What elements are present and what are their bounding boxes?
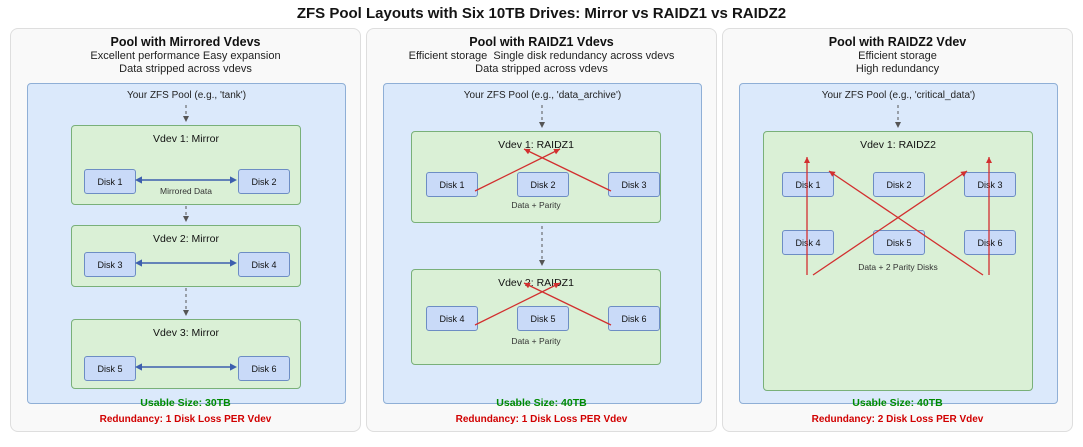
disk-box: Disk 2 [517,172,569,197]
disk-box: Disk 6 [964,230,1016,255]
panel-raidz1-vdevs: Pool with RAIDZ1 Vdevs Efficient storage… [366,28,717,432]
disk-box: Disk 1 [782,172,834,197]
vdev-box: Vdev 2: Mirror Disk 3 Disk 4 [71,225,301,287]
redundancy-label: Redundancy: 2 Disk Loss PER Vdev [811,414,984,425]
vdev-label: Vdev 2: Mirror [153,233,219,245]
vdev-box: Vdev 1: RAIDZ1 Disk 1 Disk 2 Disk 3 Data… [411,131,661,223]
panel-mirrored-vdevs: Pool with Mirrored Vdevs Excellent perfo… [10,28,361,432]
disk-box: Disk 3 [964,172,1016,197]
disk-box: Disk 4 [782,230,834,255]
panel-subtitle: Data stripped across vdevs [119,63,252,75]
vdev-box: Vdev 3: Mirror Disk 5 Disk 6 [71,319,301,389]
vdev-box: Vdev 1: Mirror Disk 1 Disk 2 Mirrored Da… [71,125,301,205]
panel-subtitle: Efficient storage Single disk redundancy… [408,50,675,62]
vdev-label: Vdev 1: Mirror [153,133,219,145]
vdev-box: Vdev 2: RAIDZ1 Disk 4 Disk 5 Disk 6 Data… [411,269,661,365]
disk-box: Disk 3 [608,172,660,197]
disk-box: Disk 3 [84,252,136,277]
page-title: ZFS Pool Layouts with Six 10TB Drives: M… [296,5,787,22]
zfs-pool-label: Your ZFS Pool (e.g., 'tank') [126,90,247,101]
mirror-note: Mirrored Data [160,186,212,196]
panel-subtitle: Efficient storage [858,50,937,62]
usable-size-label: Usable Size: 40TB [496,397,587,409]
vdev-label: Vdev 1: RAIDZ2 [860,139,936,151]
usable-size-label: Usable Size: 40TB [852,397,943,409]
disk-box: Disk 1 [84,169,136,194]
panel-title: Pool with RAIDZ1 Vdevs [469,35,614,49]
disk-box: Disk 5 [84,356,136,381]
disk-box: Disk 4 [426,306,478,331]
redundancy-label: Redundancy: 1 Disk Loss PER Vdev [455,414,628,425]
zfs-pool-label: Your ZFS Pool (e.g., 'data_archive') [463,90,622,101]
panel-title: Pool with RAIDZ2 Vdev [828,35,967,49]
disk-box: Disk 6 [238,356,290,381]
parity-note: Data + 2 Parity Disks [858,262,938,272]
vdev-label: Vdev 1: RAIDZ1 [498,139,574,151]
vdev-label: Vdev 3: Mirror [153,327,219,339]
disk-box: Disk 1 [426,172,478,197]
panel-title: Pool with Mirrored Vdevs [110,35,261,49]
usable-size-label: Usable Size: 30TB [140,397,231,409]
disk-box: Disk 6 [608,306,660,331]
vdev-label: Vdev 2: RAIDZ1 [498,277,574,289]
redundancy-label: Redundancy: 1 Disk Loss PER Vdev [99,414,272,425]
panel-subtitle: Data stripped across vdevs [475,63,608,75]
parity-note: Data + Parity [511,200,561,210]
disk-box: Disk 4 [238,252,290,277]
disk-box: Disk 2 [873,172,925,197]
panel-subtitle: Excellent performance Easy expansion [90,50,281,62]
panel-subtitle: High redundancy [855,63,940,75]
disk-box: Disk 2 [238,169,290,194]
disk-box: Disk 5 [873,230,925,255]
parity-note: Data + Parity [511,336,561,346]
disk-box: Disk 5 [517,306,569,331]
zfs-pool-label: Your ZFS Pool (e.g., 'critical_data') [821,90,976,101]
vdev-box: Vdev 1: RAIDZ2 Disk 1 Disk 2 Disk 3 Disk… [763,131,1033,391]
panel-raidz2-vdev: Pool with RAIDZ2 Vdev Efficient storage … [722,28,1073,432]
